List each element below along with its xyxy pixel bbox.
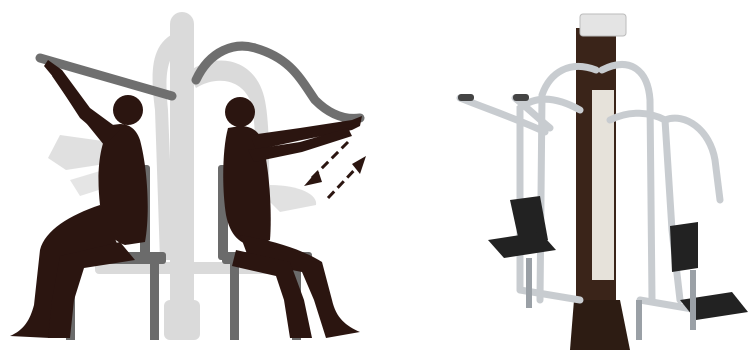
right-press-tubes: [602, 65, 720, 312]
pull-arrow: [328, 156, 366, 198]
equipment-render: [380, 0, 752, 358]
left-handles: [458, 94, 529, 101]
left-person-silhouette: [10, 60, 148, 338]
left-seat-pads: [488, 196, 556, 258]
press-arm: [196, 46, 360, 118]
equipment-render-svg: [380, 0, 752, 358]
exercise-diagram-svg: [0, 0, 380, 358]
right-person-silhouette: [223, 97, 362, 338]
exercise-diagram: [0, 0, 380, 358]
